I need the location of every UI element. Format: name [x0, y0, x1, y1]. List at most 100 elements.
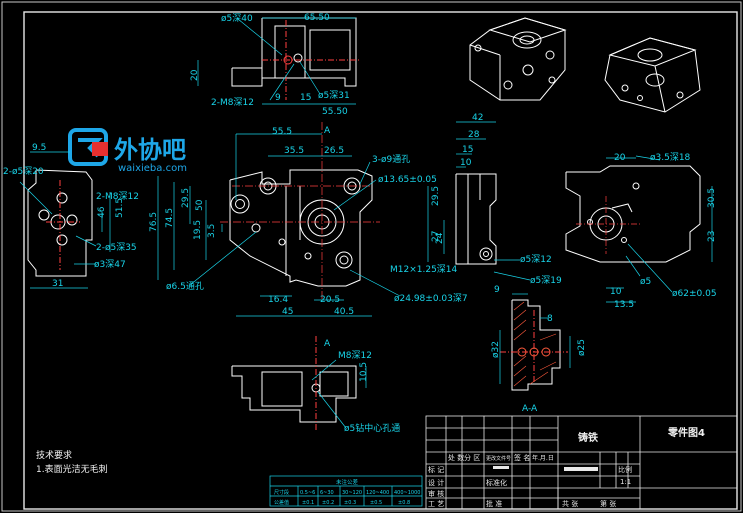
tb-row-process: 工 艺 — [428, 500, 444, 508]
logo-brand: 外协吧 — [114, 136, 186, 164]
inner-frame — [23, 11, 738, 510]
tb-approve: 批 准 — [486, 499, 502, 508]
tech-notes-heading: 技术要求 — [36, 449, 72, 461]
dim-front-40-5: 40.5 — [334, 307, 354, 317]
dim-front-hole-dia: ø13.65±0.05 — [378, 175, 437, 185]
dim-front-16-4: 16.4 — [268, 295, 288, 305]
dim-top-55: 55.50 — [322, 107, 348, 117]
dim-right-phi35: ø3.5深18 — [650, 152, 691, 163]
tb-col-count: 处 数 — [448, 453, 464, 462]
tol-v5: ±0.8 — [398, 500, 410, 506]
dim-right-phi62: ø62±0.05 — [672, 289, 717, 299]
dim-right-13-5: 13.5 — [614, 300, 634, 310]
tol-h2: 6~30 — [320, 490, 334, 496]
top-view — [231, 17, 360, 100]
dim-section-phi25: ø25 — [577, 339, 587, 356]
dim-front-55-5: 55.5 — [272, 127, 292, 137]
section-aa-hatch — [513, 301, 557, 387]
dim-section-8: 8 — [547, 314, 553, 324]
top-view-dims — [197, 17, 356, 105]
dim-front-thread: M12×1.25深14 — [390, 264, 458, 275]
tb-sheet-of: 第 张 — [600, 499, 616, 508]
tb-col-mark: 标 记 — [428, 465, 444, 474]
dim-front-bore: ø24.98±0.03深7 — [394, 293, 468, 304]
dim-top-9: 9 — [275, 93, 281, 103]
dim-front-35-5: 35.5 — [284, 146, 304, 156]
tb-standard: 标准化 — [486, 478, 507, 487]
dim-front-3-5: 3.5 — [207, 224, 217, 238]
tol-v3: ±0.3 — [344, 500, 356, 506]
dim-left-phi3: ø3深47 — [94, 259, 126, 270]
bottom-view-dims — [311, 359, 367, 429]
dim-section-phi32: ø32 — [491, 341, 501, 358]
dim-front-hole3: 3-ø9通孔 — [372, 154, 410, 165]
front-view-dims — [157, 133, 429, 317]
dim-front-45: 45 — [282, 307, 293, 317]
right-view — [565, 165, 701, 263]
dim-right-23: 23 — [707, 231, 717, 242]
logo-mark — [68, 128, 108, 166]
front-view-centerlines — [220, 122, 380, 300]
tol-v0: 公差值 — [274, 499, 289, 506]
section-aa-dims — [499, 293, 571, 384]
tol-headers: 尺寸段 0.5~6 6~30 30~120 120~400 400~1000 公… — [274, 489, 420, 506]
dim-front-29-5: 29.5 — [181, 188, 191, 208]
iso-view-right — [604, 37, 701, 113]
left-view — [27, 169, 93, 277]
title-block-stage-bar — [564, 467, 598, 471]
dim-top-15: 15 — [300, 93, 311, 103]
tb-col-doc: 更改文件号 — [486, 455, 511, 462]
dim-top-phi5-31: ø5深31 — [318, 90, 350, 101]
dim-left-9-5: 9.5 — [32, 143, 46, 153]
tb-row-design: 设 计 — [428, 478, 444, 487]
dim-top-20: 20 — [190, 69, 200, 81]
tol-v2: ±0.2 — [322, 500, 334, 506]
tb-scale-label: 比例 — [618, 465, 632, 474]
dim-top-m8: 2-M8深12 — [211, 97, 254, 108]
tol-title: 未注公差 — [336, 478, 359, 486]
dim-right-20: 20 — [614, 153, 626, 163]
dim-side-10: 10 — [460, 158, 472, 168]
dim-side-42: 42 — [472, 113, 483, 123]
tb-row-review: 审 核 — [428, 489, 444, 498]
dim-left-31: 31 — [52, 279, 63, 289]
tol-v1: ±0.1 — [302, 500, 314, 506]
tol-h3: 30~120 — [342, 490, 362, 496]
side-view-dims — [443, 121, 531, 281]
dim-side-15: 15 — [462, 145, 473, 155]
dim-front-50: 50 — [195, 199, 205, 211]
side-view — [455, 173, 497, 265]
tolerance-table — [269, 475, 423, 507]
dim-side-24: 24 — [435, 232, 445, 244]
dim-front-20-5: 20.5 — [320, 295, 340, 305]
dim-left-51-5: 51.5 — [115, 198, 125, 218]
tech-notes-item1: 1.表面光洁无毛刺 — [36, 463, 108, 475]
dim-left-phi5: 2-ø5深20 — [3, 166, 44, 177]
title-block-mark-bar — [493, 466, 509, 469]
tb-col-date: 年.月.日 — [532, 454, 554, 462]
title-drawing-name: 零件图4 — [667, 426, 705, 439]
dim-left-46: 46 — [97, 206, 107, 218]
dim-right-phi5: ø5 — [640, 277, 651, 287]
dim-front-hole65: ø6.5通孔 — [166, 281, 204, 292]
title-material: 铸铁 — [578, 431, 598, 444]
tb-sheet-total: 共 张 — [562, 499, 578, 508]
tol-h0: 尺寸段 — [274, 489, 289, 496]
dim-bottom-sec-a: A — [324, 339, 331, 349]
dim-section-9: 9 — [494, 285, 500, 295]
tb-scale-value: 1:1 — [620, 478, 631, 486]
dim-front-sec-a: A — [324, 126, 331, 136]
tol-h4: 120~400 — [366, 490, 389, 496]
tb-col-sign: 签 名 — [514, 453, 530, 462]
section-label: A-A — [522, 404, 538, 414]
title-block — [425, 415, 738, 510]
dim-top-phi5-40: ø5深40 — [221, 13, 253, 24]
right-view-centerlines — [576, 196, 640, 254]
tol-h1: 0.5~6 — [300, 490, 315, 496]
dim-front-76-5: 76.5 — [149, 212, 159, 232]
dim-front-r29-5: 29.5 — [431, 186, 441, 206]
tol-h5: 400~1000 — [394, 490, 420, 496]
front-view — [229, 169, 373, 287]
